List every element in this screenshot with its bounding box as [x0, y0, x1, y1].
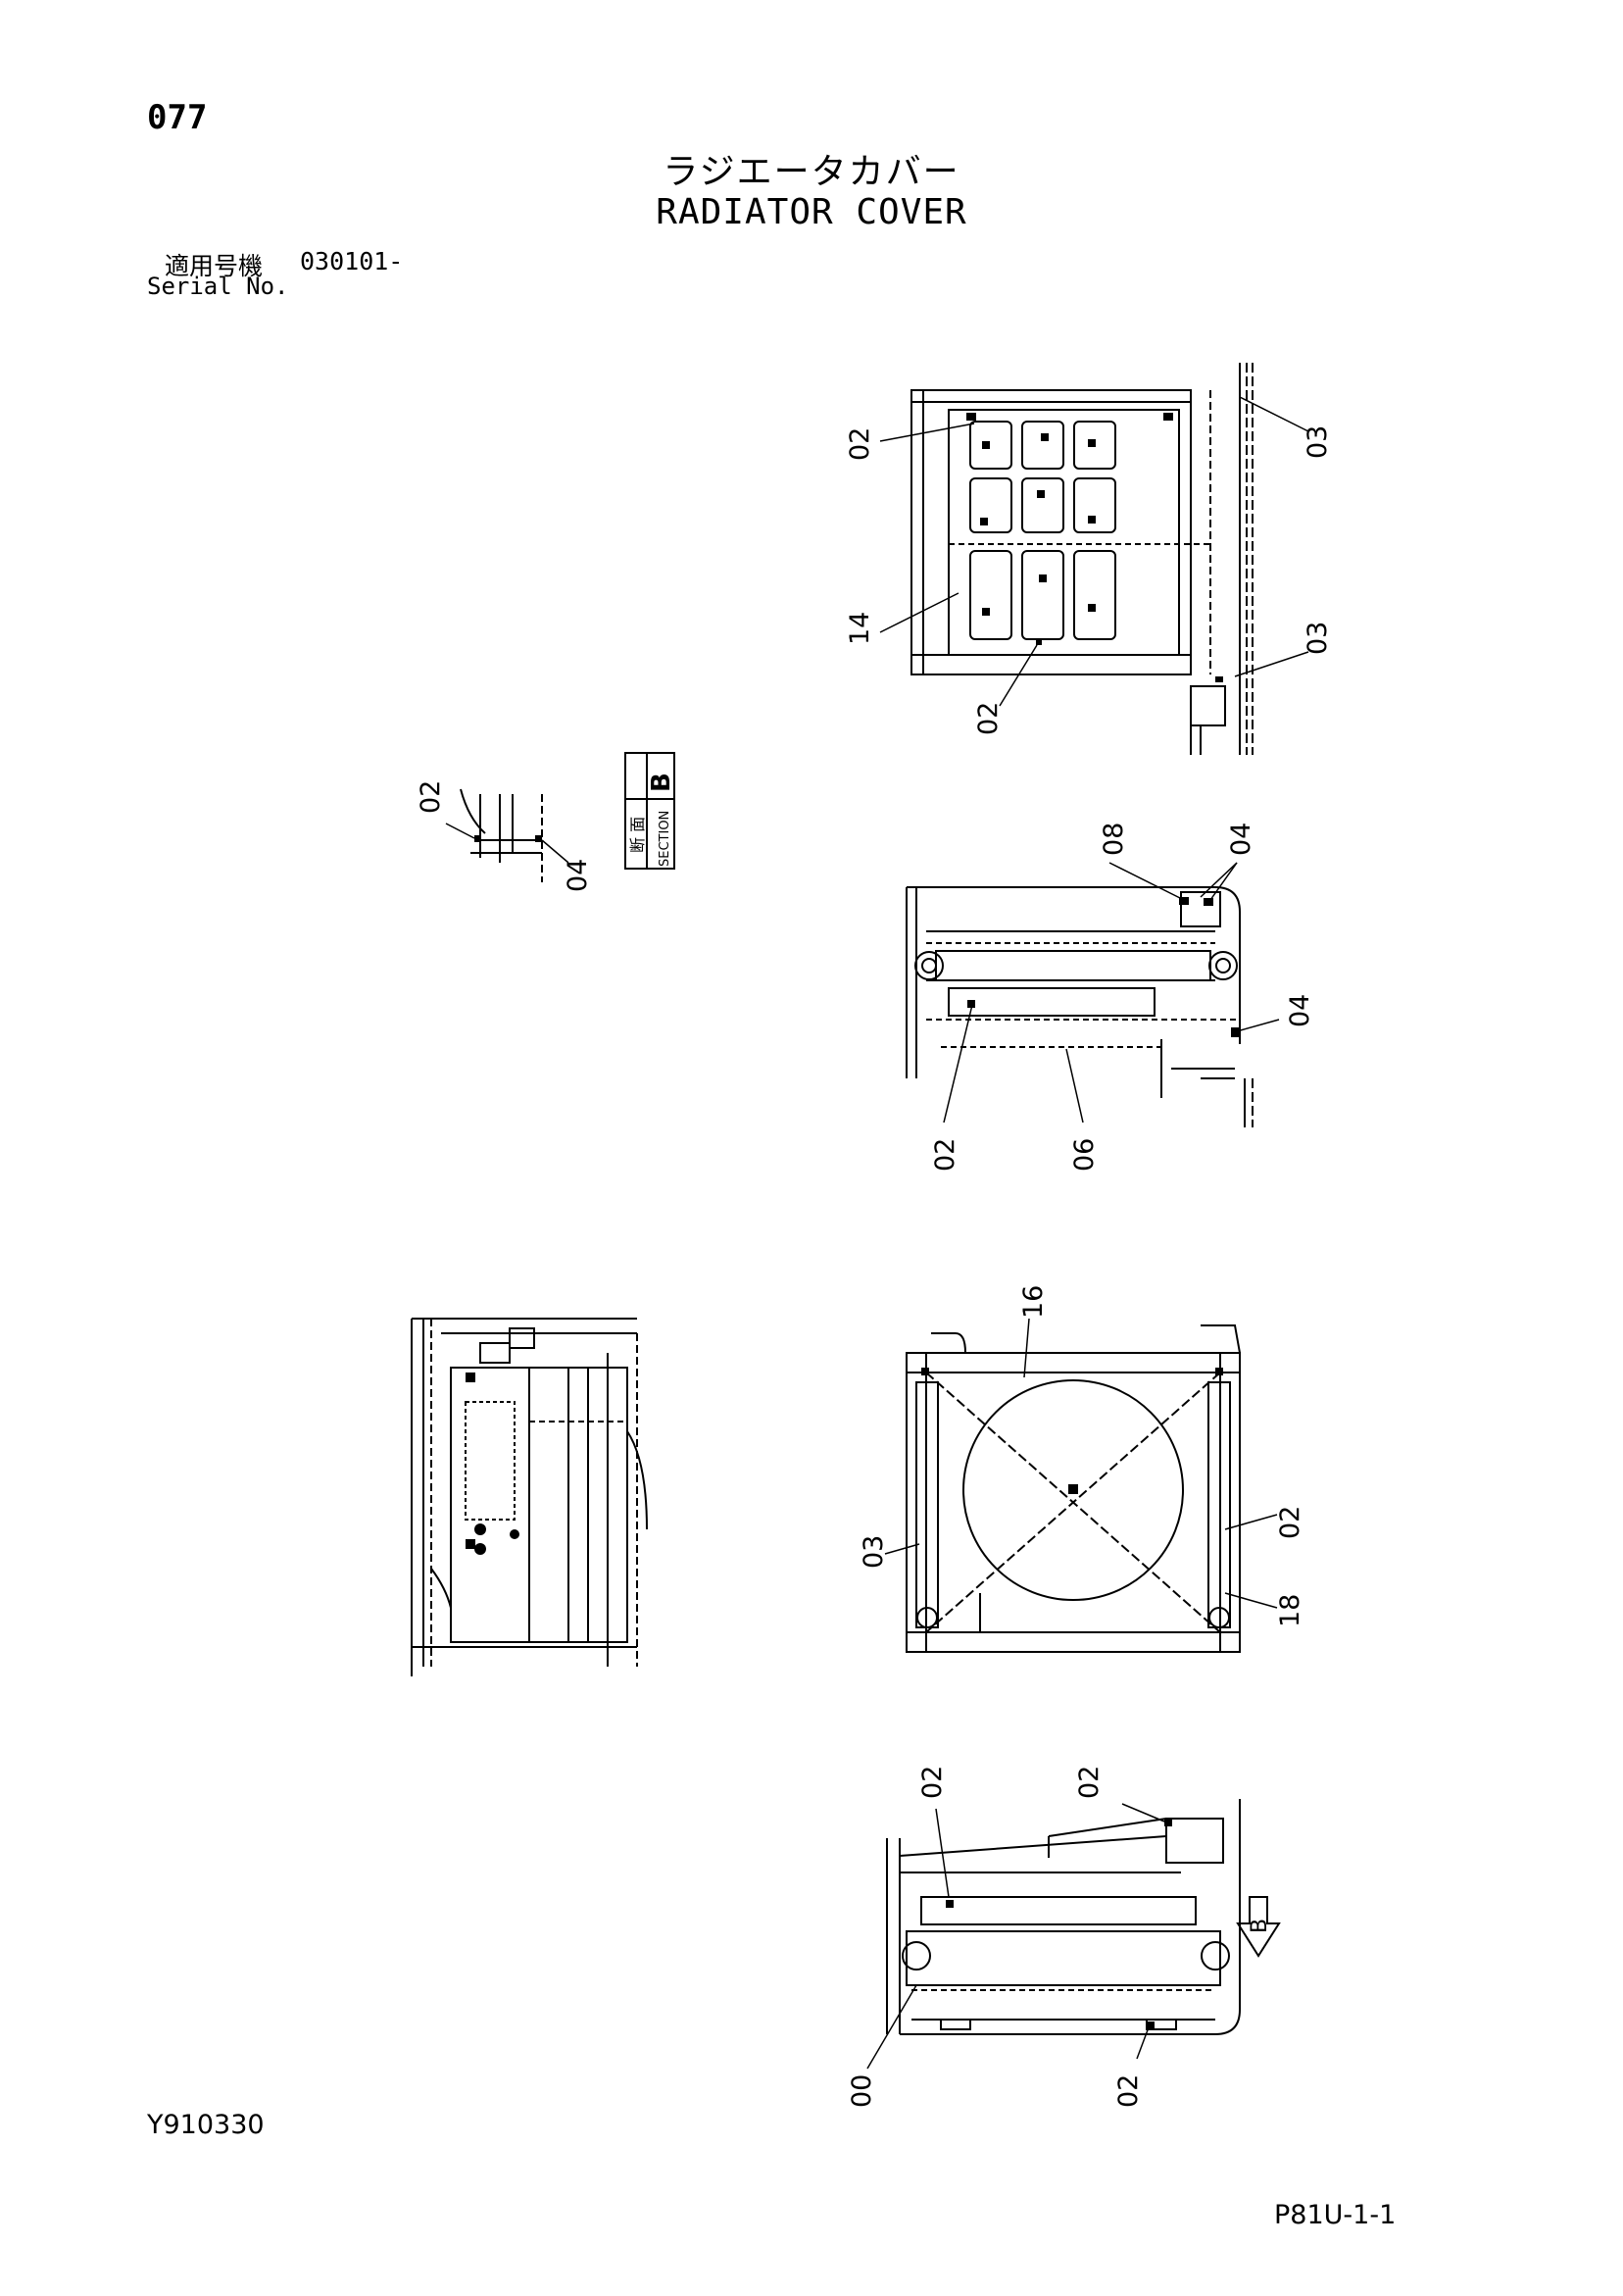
callout-v4-c: 00 — [847, 2074, 877, 2108]
title-japanese: ラジエータカバー — [663, 152, 960, 192]
callout-v1-e: 03 — [1303, 622, 1333, 655]
callout-v4-d: 02 — [1113, 2074, 1144, 2108]
callout-v2-b: 04 — [1226, 823, 1256, 856]
callout-v1-b: 14 — [845, 612, 875, 645]
document-id: Y910330 — [147, 2110, 265, 2140]
section-label-tag: B 断 面 SECTION — [624, 752, 676, 870]
callout-v1-c: 02 — [973, 702, 1004, 735]
callout-v4-b: 02 — [1074, 1766, 1105, 1799]
serial-label-english: Serial No. — [147, 273, 289, 300]
callout-v3-d: 18 — [1275, 1594, 1305, 1627]
serial-number: 030101- — [300, 247, 404, 275]
view-top-radiator-panel — [879, 363, 1309, 755]
section-label-en: SECTION — [658, 811, 672, 867]
section-label-jp: 断 面 — [628, 817, 647, 853]
callout-v2-e: 06 — [1069, 1138, 1100, 1172]
serial-label-japanese: 適用号機 — [165, 252, 264, 280]
callout-v3-c: 02 — [1275, 1506, 1305, 1539]
callout-v1-d: 03 — [1303, 425, 1333, 459]
section-letter: B — [647, 773, 676, 792]
page-number: 077 — [147, 98, 208, 137]
callout-detail-a: 02 — [416, 780, 446, 814]
view-fan-shroud — [884, 1318, 1278, 1653]
callout-v4-a: 02 — [917, 1766, 948, 1799]
callout-v1-a: 02 — [845, 427, 875, 461]
callout-v3-a: 16 — [1018, 1285, 1049, 1319]
view-side-radiator-cover — [906, 862, 1280, 1127]
title-english: RADIATOR COVER — [656, 192, 967, 232]
callout-detail-b: 04 — [563, 859, 593, 892]
page-reference: P81U-1-1 — [1274, 2200, 1397, 2230]
view-arrow-label: B — [1248, 1919, 1272, 1933]
callout-v3-b: 03 — [859, 1535, 889, 1569]
view-bottom-radiator-cover — [866, 1799, 1281, 2070]
callout-v2-c: 04 — [1285, 994, 1315, 1027]
view-left-elevation — [411, 1318, 648, 1676]
callout-v2-a: 08 — [1099, 823, 1129, 856]
callout-v2-d: 02 — [930, 1138, 960, 1172]
section-b-detail — [445, 788, 569, 882]
